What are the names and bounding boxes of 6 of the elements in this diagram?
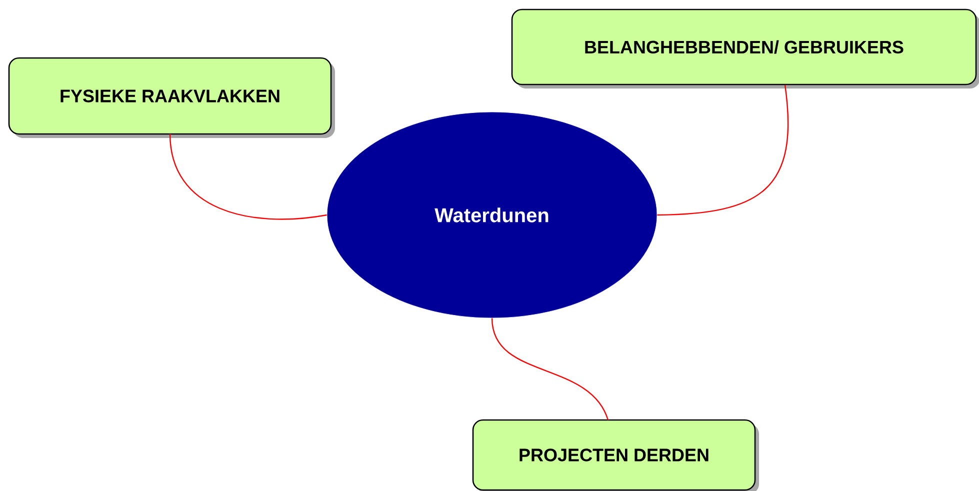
connector-line [491,318,609,420]
connector-line [657,84,788,216]
topic-box: PROJECTEN DERDEN [472,419,759,491]
connector-line [169,134,327,220]
topic-box: FYSIEKE RAAKVLAKKEN [8,57,335,138]
topic-box: BELANGHEBBENDEN/ GEBRUIKERS [511,8,979,88]
